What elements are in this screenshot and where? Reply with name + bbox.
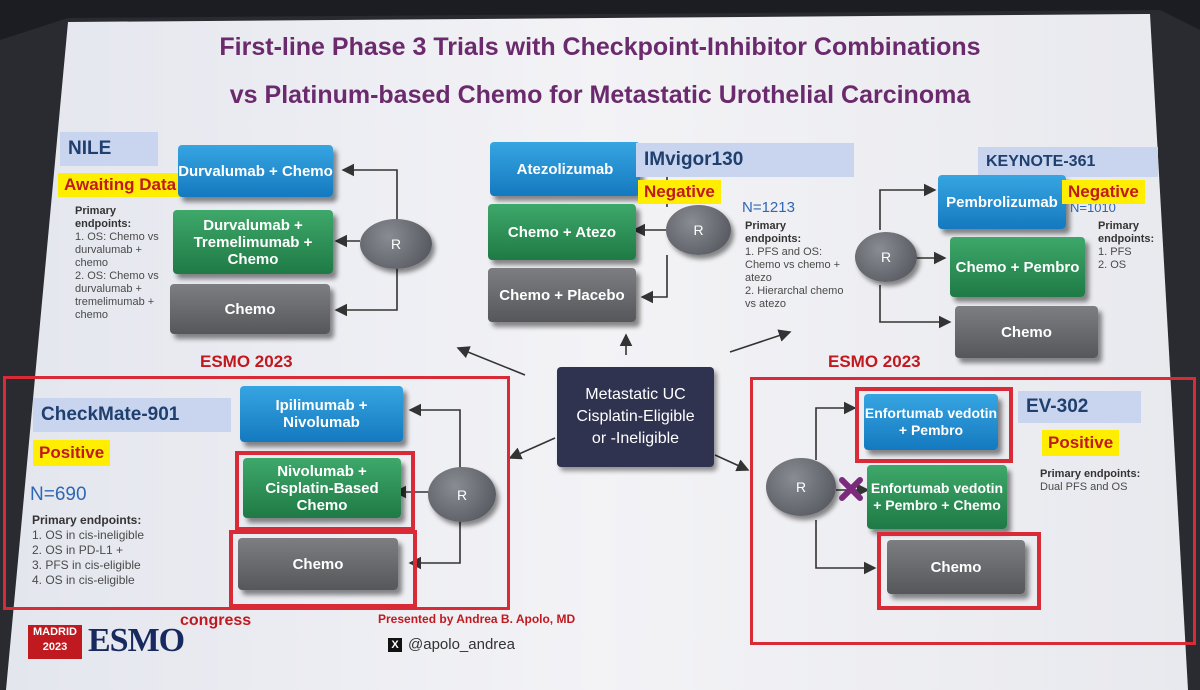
social-handle: X @apolo_andrea [388,636,515,653]
ev302-endpoint-1: Dual PFS and OS [1040,481,1128,493]
ev302-frame [750,377,1196,645]
checkmate-endpoint-1: 1. OS in cis-ineligible [32,528,145,542]
esmo-logo: ESMO [88,622,185,659]
checkmate-frame [3,376,510,610]
nile-status-badge: Awaiting Data [58,173,183,197]
nile-endpoints-title: Primary endpoints: [75,205,132,230]
footer-congress: congress [180,612,252,629]
ev302-trial-label: EV-302 [1018,391,1141,423]
esmo-2023-left-label: ESMO 2023 [200,352,293,371]
madrid-badge: MADRID 2023 [28,625,82,659]
footer-city: MADRID [33,626,77,638]
esmo-2023-right-label: ESMO 2023 [828,352,921,371]
imvigor-randomize-circle: R [666,205,731,255]
checkmate-n: N=690 [30,484,87,505]
checkmate-arm-ipilimumab-nivolumab: Ipilimumab + Nivolumab [240,386,403,442]
checkmate-endpoints-title: Primary endpoints: [32,513,142,527]
ev302-highlight-frame [855,387,1013,463]
keynote-endpoint-1: 1. PFS [1098,246,1132,258]
keynote-endpoint-2: 2. OS [1098,259,1127,271]
keynote-endpoints: Primary endpoints: 1. PFS 2. OS [1098,220,1168,272]
keynote-arm-chemo-pembro: Chemo + Pembro [950,237,1085,297]
imvigor-arm-chemo-atezo: Chemo + Atezo [488,204,636,260]
imvigor-endpoints-title: Primary endpoints: [745,220,802,245]
nile-endpoint-1: 1. OS: Chemo vs durvalumab + chemo [75,231,159,269]
imvigor-arm-atezolizumab: Atezolizumab [490,142,640,196]
imvigor-endpoint-2: 2. Hierarchal chemo vs atezo [745,285,844,310]
keynote-endpoints-title: Primary endpoints: [1098,220,1155,245]
ev302-endpoints: Primary endpoints: Dual PFS and OS [1040,468,1170,494]
ev302-randomize-circle: R [766,458,836,516]
keynote-status-badge: Negative [1062,180,1145,204]
center-line-2: Cisplatin-Eligible [576,408,695,425]
checkmate-randomize-circle: R [428,467,496,522]
x-logo-icon: X [388,637,402,652]
nile-endpoints: Primary endpoints: 1. OS: Chemo vs durva… [75,205,167,322]
nile-endpoint-2: 2. OS: Chemo vs durvalumab + tremelimuma… [75,270,159,321]
nile-arm-durvalumab-chemo: Durvalumab + Chemo [178,145,333,197]
ev302-arm-ev-pembro-chemo: Enfortumab vedotin + Pembro + Chemo [867,465,1007,529]
ev302-status-badge: Positive [1042,430,1120,456]
checkmate-status-badge: Positive [33,440,111,466]
center-line-1: Metastatic UC [585,386,686,403]
ev302-arm-chemo: Chemo [887,540,1025,594]
imvigor-trial-label: IMvigor130 [636,143,854,177]
imvigor-status-badge: Negative [638,180,721,204]
keynote-randomize-circle: R [855,232,917,282]
ev302-endpoints-title: Primary endpoints: [1040,468,1141,480]
checkmate-endpoints: Primary endpoints: 1. OS in cis-ineligib… [32,513,202,588]
checkmate-chemo-highlight-frame [229,530,417,608]
keynote-arm-pembrolizumab: Pembrolizumab [938,175,1066,229]
footer-year: 2023 [42,641,68,653]
checkmate-endpoint-2: 2. OS in PD-L1 + [32,543,124,557]
checkmate-trial-label: CheckMate-901 [33,398,231,432]
imvigor-endpoint-1: 1. PFS and OS: Chemo vs chemo + atezo [745,246,841,284]
checkmate-arm-chemo: Chemo [238,538,398,590]
slide-title-line1: First-line Phase 3 Trials with Checkpoin… [219,33,981,61]
keynote-trial-label: KEYNOTE-361 [978,147,1158,177]
nile-randomize-circle: R [360,219,432,269]
checkmate-highlight-frame [235,451,415,531]
checkmate-endpoint-3: 3. PFS in cis-eligible [32,558,141,572]
center-population-box: Metastatic UC Cisplatin-Eligible or -Ine… [557,367,714,467]
slide-title-line2: vs Platinum-based Chemo for Metastatic U… [229,81,971,109]
social-handle-text: @apolo_andrea [408,636,515,653]
checkmate-endpoint-4: 4. OS in cis-eligible [32,573,135,587]
presenter-credit: Presented by Andrea B. Apolo, MD [378,612,576,626]
keynote-arm-chemo: Chemo [955,306,1098,358]
ev302-chemo-highlight-frame [877,532,1041,610]
nile-arm-durvalumab-tremelimumab-chemo: Durvalumab + Tremelimumab + Chemo [173,210,333,274]
imvigor-arm-chemo-placebo: Chemo + Placebo [488,268,636,322]
imvigor-n: N=1213 [742,199,795,216]
ev302-arm-ev-pembro: Enfortumab vedotin + Pembro [864,394,998,450]
nile-arm-chemo: Chemo [170,284,330,334]
nile-trial-label: NILE [60,132,158,166]
checkmate-arm-nivolumab-cisplatin-chemo: Nivolumab + Cisplatin-Based Chemo [243,458,401,518]
imvigor-endpoints: Primary endpoints: 1. PFS and OS: Chemo … [745,220,845,311]
center-line-3: or -Ineligible [591,430,680,447]
